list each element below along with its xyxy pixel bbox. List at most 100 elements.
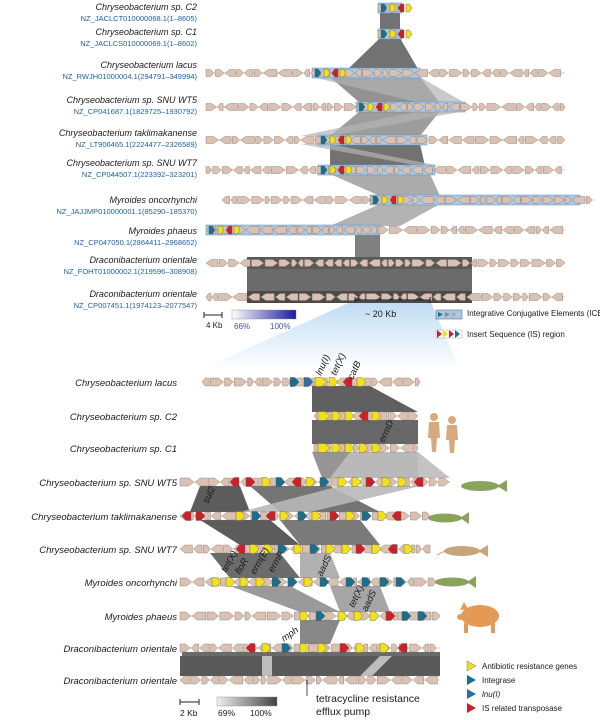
gene-arrow bbox=[205, 69, 215, 77]
gene-arrow bbox=[335, 226, 343, 234]
homology-band bbox=[312, 420, 418, 444]
gene-arrow bbox=[415, 544, 422, 554]
transposase-gene bbox=[397, 643, 408, 653]
top-species-label: Draconibacterium orientale bbox=[89, 255, 197, 265]
catfish-icon bbox=[436, 545, 488, 557]
gene-arrow bbox=[232, 293, 248, 301]
gene-arrow bbox=[366, 293, 381, 301]
gene-arrow bbox=[210, 377, 224, 387]
antibiotic-resistance-gene bbox=[293, 544, 304, 554]
gene-arrow bbox=[394, 166, 401, 174]
antibiotic-legend-swatch bbox=[466, 660, 477, 672]
integrase-gene bbox=[319, 577, 330, 587]
antibiotic-resistance-gene bbox=[317, 443, 331, 453]
gene-arrow bbox=[543, 166, 554, 174]
gene-arrow bbox=[192, 577, 205, 587]
gene-arrow bbox=[191, 643, 200, 653]
antibiotic-resistance-gene bbox=[325, 544, 336, 554]
top-species-label: Draconibacterium orientale bbox=[89, 289, 197, 299]
homology-band bbox=[200, 520, 300, 545]
gene-arrow bbox=[548, 69, 562, 77]
top-species-label: Chryseobacterium taklimakanense bbox=[59, 128, 197, 138]
ice-legend-label: Integrative Conjugative Elements (ICE) r… bbox=[467, 309, 600, 318]
gene-arrow bbox=[529, 69, 538, 77]
antibiotic-resistance-gene bbox=[345, 165, 353, 175]
gene-arrow bbox=[446, 166, 458, 174]
bottom-species-label: Draconibacterium orientale bbox=[63, 644, 177, 655]
gene-arrow bbox=[376, 136, 383, 144]
homology-band bbox=[300, 553, 340, 578]
transposase-gene bbox=[387, 544, 398, 554]
gene-arrow bbox=[387, 411, 397, 421]
antibiotic-resistance-gene bbox=[358, 443, 369, 453]
gene-arrow bbox=[312, 226, 322, 234]
gene-arrow bbox=[240, 136, 255, 144]
antibiotic-resistance-gene bbox=[345, 511, 356, 521]
gene-arrow bbox=[243, 675, 253, 685]
transposase-gene bbox=[291, 477, 302, 487]
gene-arrow bbox=[552, 103, 560, 111]
bottom-species-label: Myroides oncorhynchi bbox=[85, 578, 178, 589]
bottom-scale: 2 Kb bbox=[179, 699, 200, 718]
gene-arrow bbox=[478, 226, 493, 234]
gene-arrow bbox=[408, 136, 417, 144]
gene-arrow bbox=[244, 611, 252, 621]
gene-arrow bbox=[215, 69, 225, 77]
gene-arrow bbox=[554, 196, 565, 204]
gene-arrow bbox=[402, 69, 415, 77]
gene-arrow bbox=[417, 226, 431, 234]
gene-arrow bbox=[384, 166, 394, 174]
gene-arrow bbox=[293, 103, 302, 111]
gene-arrow bbox=[554, 166, 562, 174]
top-gene-tracks bbox=[205, 2, 595, 301]
gene-arrow bbox=[281, 103, 293, 111]
integrase-gene bbox=[297, 511, 308, 521]
gene-label-mph: mph bbox=[279, 625, 300, 645]
homology-band bbox=[348, 38, 418, 69]
gene-arrow bbox=[411, 166, 423, 174]
gene-arrow bbox=[320, 103, 327, 111]
gene-arrow bbox=[382, 69, 389, 77]
gene-arrow bbox=[302, 103, 313, 111]
homology-band bbox=[300, 111, 465, 136]
gene-arrow bbox=[535, 226, 542, 234]
bottom-species-label: Chryseobacterium sp. SNU WT7 bbox=[39, 545, 178, 556]
transposase-gene bbox=[245, 643, 256, 653]
top-genome-labels: Chryseobacterium sp. C2 NZ_JACLCT0100000… bbox=[56, 2, 198, 310]
gene-arrow bbox=[350, 259, 359, 267]
gene-arrow bbox=[247, 293, 260, 301]
gene-arrow bbox=[480, 166, 490, 174]
gene-arrow bbox=[382, 136, 396, 144]
gene-arrow bbox=[400, 293, 407, 301]
gene-arrow bbox=[408, 411, 419, 421]
gene-arrow bbox=[400, 166, 411, 174]
bottom-species-label: Draconibacterium orientale bbox=[63, 676, 177, 687]
gene-arrow bbox=[513, 196, 521, 204]
gene-arrow bbox=[438, 136, 448, 144]
antibiotic-resistance-gene bbox=[331, 411, 342, 421]
gene-arrow bbox=[179, 611, 192, 621]
integrase-gene bbox=[372, 195, 380, 205]
antibiotic-resistance-gene bbox=[249, 544, 260, 554]
fish-icon bbox=[435, 576, 476, 588]
top-identity-max: 100% bbox=[270, 322, 290, 331]
gene-arrow bbox=[212, 166, 222, 174]
gene-arrow bbox=[502, 226, 514, 234]
antibiotic-resistance-gene bbox=[211, 577, 222, 587]
gene-arrow bbox=[465, 226, 478, 234]
integrase-gene bbox=[320, 165, 328, 175]
gene-arrow bbox=[199, 643, 210, 653]
gene-arrow bbox=[377, 226, 389, 234]
gene-arrow bbox=[251, 259, 265, 267]
gene-arrow bbox=[277, 69, 292, 77]
gene-arrow bbox=[564, 196, 572, 204]
gene-arrow bbox=[298, 293, 312, 301]
gene-arrow bbox=[392, 377, 403, 387]
transposase-gene bbox=[331, 68, 339, 78]
integrase-gene bbox=[395, 577, 406, 587]
gene-arrow bbox=[326, 196, 335, 204]
gene-arrow bbox=[263, 136, 274, 144]
homology-band bbox=[380, 12, 400, 30]
gene-arrow bbox=[234, 611, 245, 621]
gene-arrow bbox=[413, 103, 425, 111]
